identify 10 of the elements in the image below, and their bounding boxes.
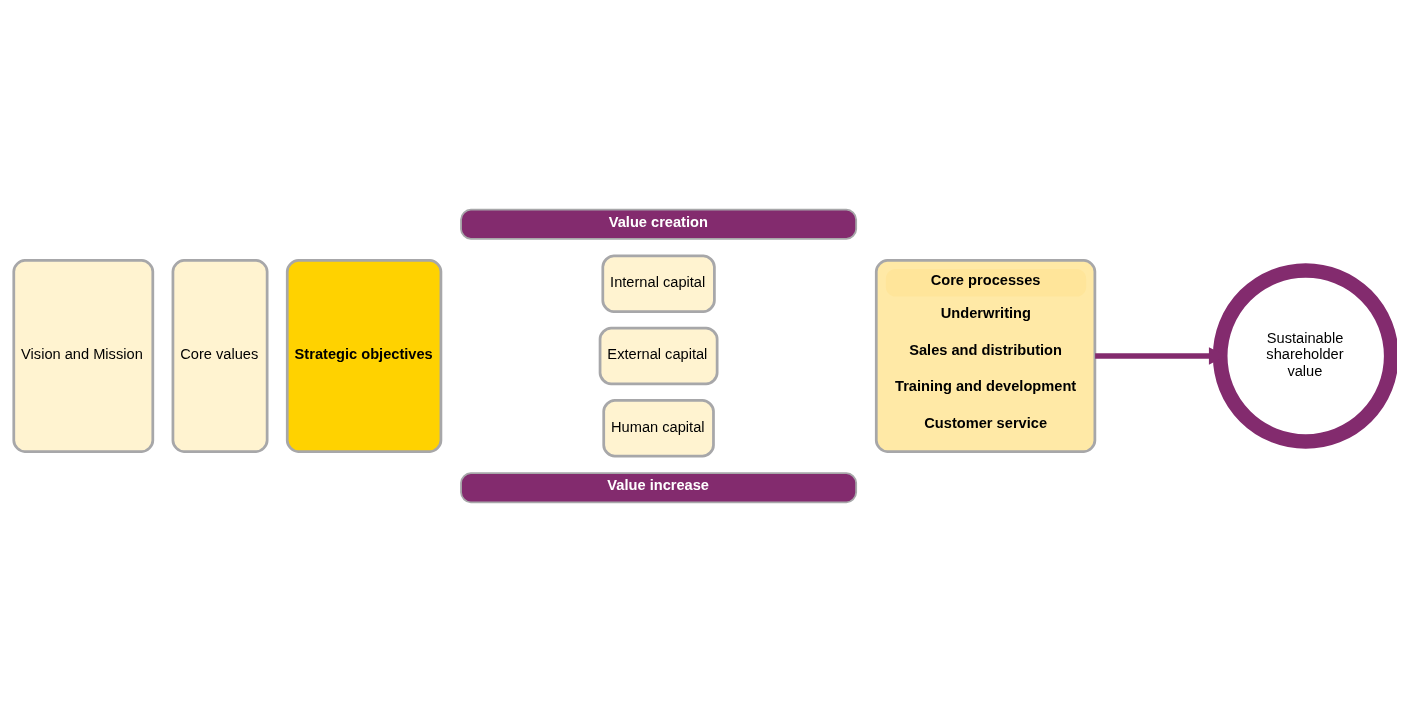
node-circle: Sustainable shareholder value [1212,263,1397,449]
node-box: Value increase [460,472,858,504]
node-box: Core processes Underwriting Sales and distribution Training and development Customer service [874,259,1097,453]
node-box: Internal capital [601,254,716,313]
node-box: Core values [171,259,269,453]
node-box: Vision and Mission [12,259,155,453]
node-box: Human capital [602,399,715,458]
node-box: Value creation [460,208,858,240]
node-box: Strategic objectives [285,259,443,453]
node-box: External capital [598,326,719,386]
